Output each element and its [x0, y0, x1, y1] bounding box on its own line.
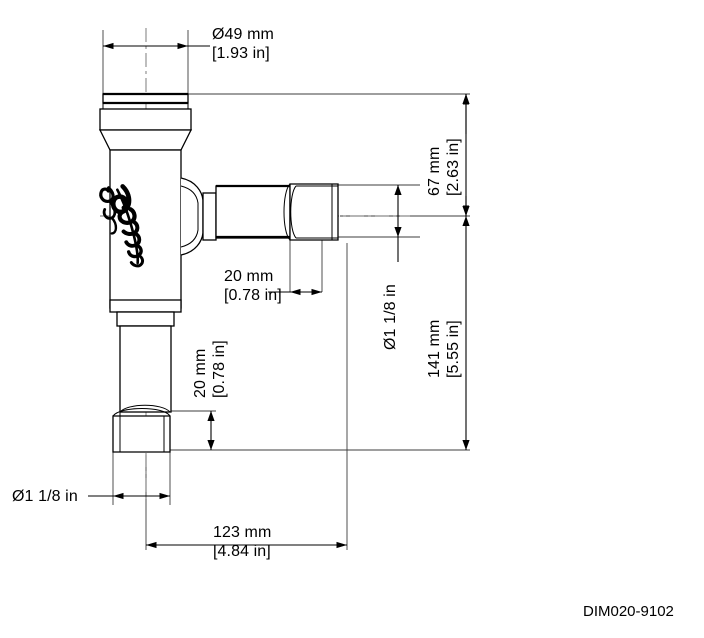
bottom-offset-label: 20 mm [0.78 in]	[192, 340, 230, 398]
lower-height-label: 141 mm [5.55 in]	[426, 320, 464, 378]
upper-height-value-mm: 67 mm	[426, 146, 443, 196]
top-diameter-value-in: [1.93 in]	[212, 44, 270, 62]
lower-height-value-mm: 141 mm	[426, 319, 443, 378]
bottom-offset-value-mm: 20 mm	[192, 348, 209, 398]
top-diameter-value-mm: Ø49 mm	[212, 26, 274, 43]
branch-offset-value-in: [0.78 in]	[224, 286, 282, 304]
branch-offset-value-mm: 20 mm	[224, 268, 274, 285]
bottom-diameter-value: Ø1 1/8 in	[12, 488, 78, 505]
overall-width-label: 123 mm [4.84 in]	[213, 524, 271, 562]
bottom-offset-value-in: [0.78 in]	[210, 340, 228, 398]
part-code-label: DIM020-9102	[583, 603, 674, 620]
overall-width-value-in: [4.84 in]	[213, 542, 271, 560]
lower-height-value-in: [5.55 in]	[444, 320, 462, 378]
branch-offset-label: 20 mm [0.78 in]	[224, 268, 282, 306]
branch-diameter-label: Ø1 1/8 in	[382, 284, 401, 350]
danfoss-script-logo	[99, 184, 145, 268]
branch-diameter-value: Ø1 1/8 in	[382, 284, 399, 350]
top-diameter-label: Ø49 mm [1.93 in]	[212, 26, 274, 64]
upper-height-label: 67 mm [2.63 in]	[426, 138, 464, 196]
dimension-lines	[88, 42, 470, 549]
bottom-diameter-label: Ø1 1/8 in	[12, 488, 78, 507]
upper-height-value-in: [2.63 in]	[444, 138, 462, 196]
overall-width-value-mm: 123 mm	[213, 524, 272, 541]
valve-body-geometry	[98, 92, 339, 453]
